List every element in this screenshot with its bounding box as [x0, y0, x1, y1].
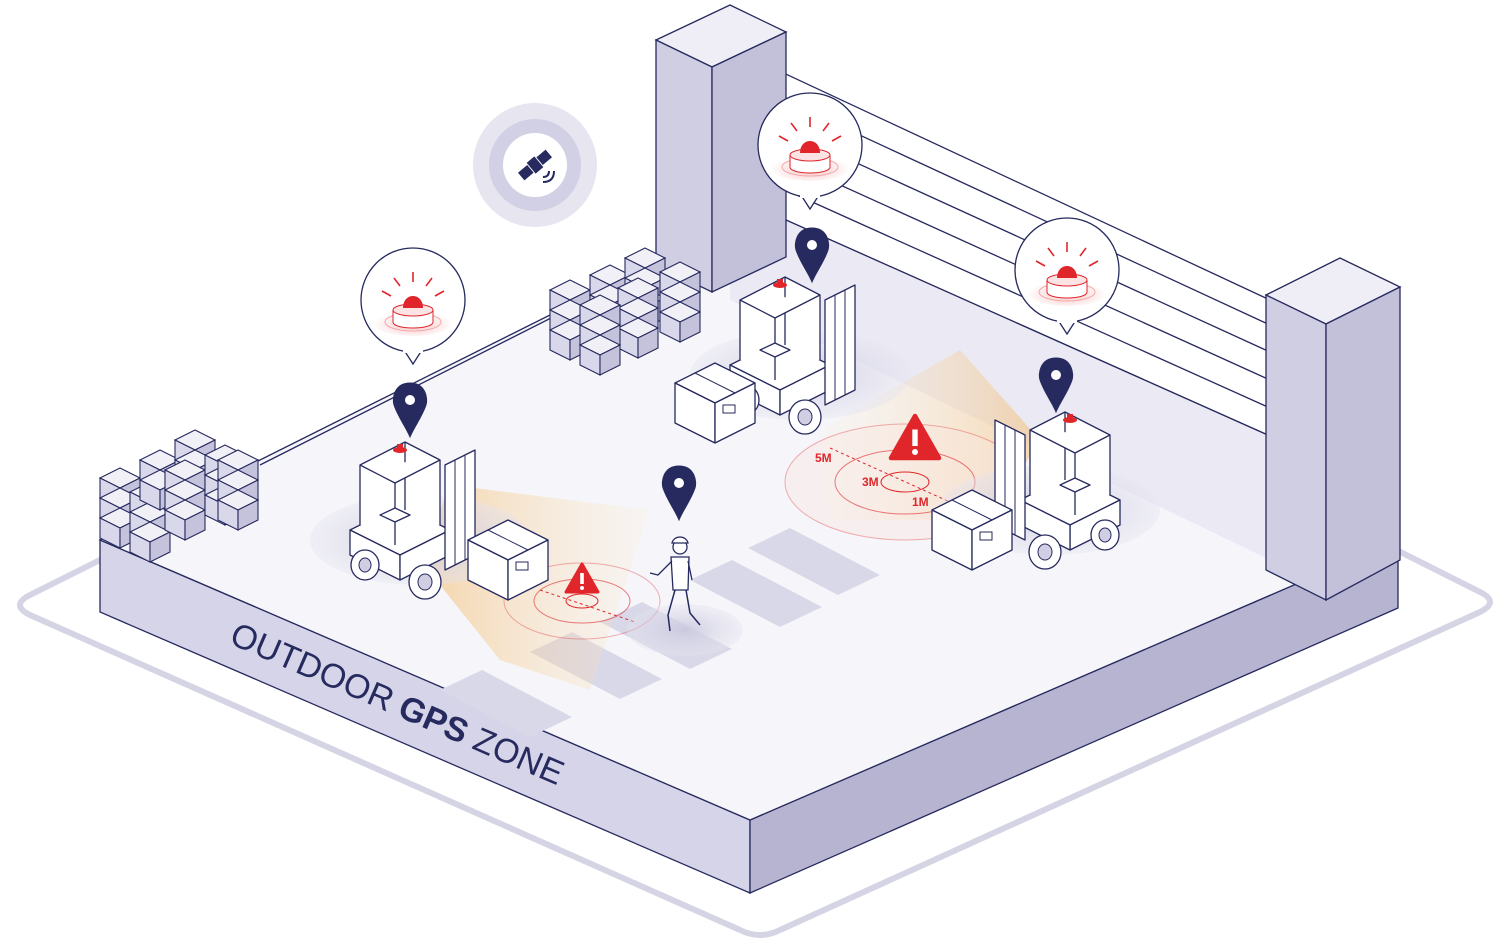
distance-label-5m: 5M [815, 451, 832, 465]
back-wall [654, 4, 1402, 602]
distance-label-1m: 1M [912, 495, 929, 509]
warning-beacon-icon [360, 247, 466, 365]
distance-label-3m: 3M [862, 475, 879, 489]
satellite-icon [473, 103, 597, 227]
pedestrian-worker [627, 536, 743, 656]
